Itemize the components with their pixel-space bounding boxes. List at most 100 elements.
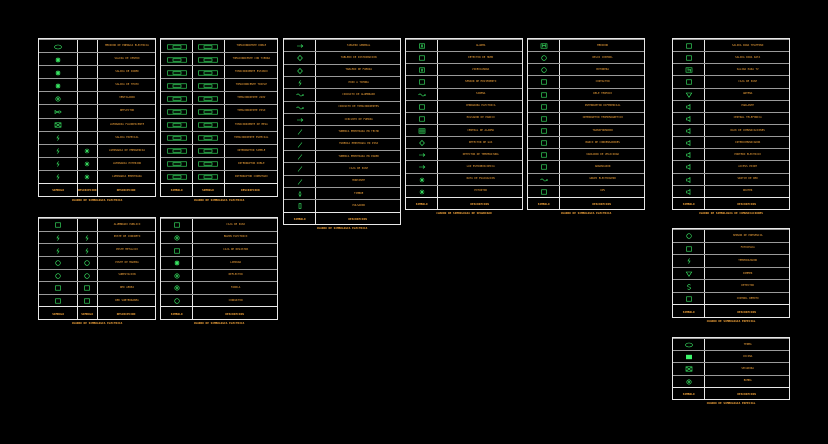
sq-icon [528,161,559,173]
table-row: POSTE DE MADERA [39,255,155,270]
bolt-icon [673,255,704,268]
row-description: POSTE DE CONCRETO [113,235,141,239]
table-row: TOMACORRIENTE TRIPLE [161,78,277,92]
table-row: VARIADOR DE VELOCIDAD [528,148,644,161]
slash-icon [284,126,315,138]
row-description: SWITCH DE RED [737,177,758,181]
table-row: CAJA DE PASO [161,218,277,232]
bolt-icon [39,145,77,158]
table-row: ALUMBRADO PUBLICO [39,218,155,232]
rect-icon [192,105,223,118]
star-icon [39,79,77,92]
table-row: SWITCH DE RED [673,172,789,186]
row-description: RELOJ CONTROL [592,55,613,59]
sq-icon [673,76,704,88]
header-cell: SIMBOLO [682,391,695,396]
sq-icon [161,244,192,257]
sq-v-icon [406,64,437,76]
row-description: CAJA DE PASE [738,80,758,83]
table-row: COCINA [673,350,789,363]
row-description: TABLERO DE DISTRIBUCION [340,56,377,59]
symbol-table-8: CAJA DE PASO BUZON ELECTRICO CAJA DE REGIS… [160,217,278,320]
row-description: BUZON ELECTRICO [223,235,248,239]
table-row: LUMINARIA EMPOTRADA [39,169,155,184]
row-description: INTERRUPTOR CONMUTADO [234,174,268,178]
row-description: TERMA [743,342,752,346]
row-description: MEDIDOR [597,43,609,47]
table-row: INTERRUPTOR DOBLE [161,156,277,171]
row-description: SIRENA [475,92,486,96]
table-row: RED AEREA [39,281,155,295]
table-row: RACK DE COMUNICACIONES [673,124,789,137]
table-row: PARLANTE [673,99,789,113]
table-row: PULSADOR [284,199,400,212]
table-row: POSTE DE CONCRETO [39,230,155,245]
header-cell: DESCRIPCION [592,201,611,206]
table-row: CONTROL REMOTO [673,291,789,306]
row-description: POSTE DE MADERA [115,260,139,264]
table-row: TUBERIA EMPOTRADA EN TECHO [284,125,400,138]
circle-icon [673,230,704,243]
row-description: TOMACORRIENTE ESTANCO [234,70,268,74]
table-row: POSTE METALICO [39,243,155,257]
header-cell: SIMBOLO [293,216,306,221]
table-row: TUBERIA EMPOTRADA EN PARED [284,150,400,163]
column-divider [315,39,317,224]
row-description: CIRCUITO DE ALUMBRADO [342,93,376,96]
table-row: SALIDA PARA DATA [673,51,789,64]
table-row: SENSOR DE PRESENCIA [673,229,789,243]
cross-icon [406,186,437,198]
sq-icon [77,282,97,295]
table-caption-2: CUADRO DE SIMBOLOGIA ELECTRICA [160,198,278,202]
diamond-icon [406,137,437,149]
row-description: INTERRUPTOR TERMOMAGNETICO [582,116,623,120]
table-row: SALIDA PARA TELEFONO [673,39,789,52]
table-row: ALARMA [406,39,522,52]
table-row: LUMINARIA EXTERIOR [39,156,155,171]
table-row: TABLERO GENERAL [284,39,400,52]
table-row: VENTILADOR [39,91,155,105]
row-description: LAMPARA [230,260,242,264]
table-row: DETECTOR [673,279,789,293]
circle-icon [77,270,97,283]
table-row: TEMPORIZADOR [673,254,789,268]
table-row: CIRCUITO DE FUERZA [284,113,400,126]
arrow-icon [284,114,315,126]
table-row: FAROLA [161,281,277,295]
arrow-icon [284,40,315,52]
table-row: DETECTOR DE GAS [406,136,522,149]
table-row: TOMACORRIENTE PISO [161,104,277,118]
row-description: LUMINARIA EXTERIOR [112,161,142,165]
header-cell: SIMBOLO [537,201,550,206]
table-row: ACCESS POINT [673,160,789,173]
row-description: INTERRUPTOR DOBLE [238,161,265,165]
row-description: EXTINTOR [474,189,487,193]
header-cell: DESCRIPCION [225,311,244,316]
table-row: DETECTOR DE TEMPERATURA [406,148,522,161]
slash-icon [284,176,315,188]
table-row: MONTANTE [284,174,400,188]
cross-icon [77,171,97,184]
row-description: DIMMER [742,271,753,275]
row-description: CERRADURA ELECTRICA [465,104,496,108]
row-description: CAJA DE REGISTRO [223,248,249,252]
sq-icon [39,282,77,295]
grid-icon [406,125,437,137]
rect-icon [192,145,223,158]
header-cell: DESCRIPCION [737,201,756,206]
row-description: COCINA [742,354,753,358]
row-description: TOMACORRIENTE ESPECIAL [234,135,269,139]
table-caption-4: CUADRO DE SIMBOLOGIA DE SEGURIDAD [405,211,523,215]
row-description: SENSOR DE MOVIMIENTO [465,80,497,83]
table-row: CENTRAL TELEFONICA [673,111,789,125]
sq-icon [406,52,437,64]
rect-icon [161,53,192,66]
table-row: GRUPO ELECTROGENO [528,172,644,186]
row-description: SALIDA ESPECIAL [115,135,139,139]
table-row: ANTENA [673,87,789,101]
slash-icon [284,163,315,175]
cross-icon [77,145,97,158]
